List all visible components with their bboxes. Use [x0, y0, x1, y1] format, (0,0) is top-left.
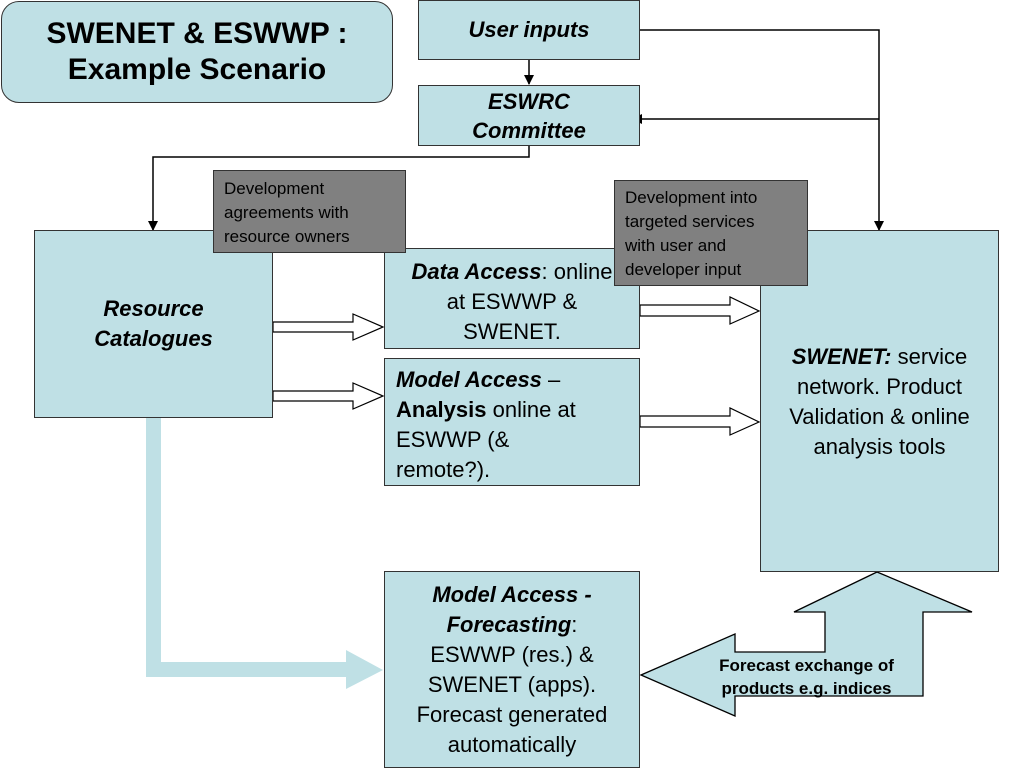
swenet-box: SWENET: service network. Product Validat… [760, 230, 999, 572]
eswrc-line2: Committee [472, 117, 586, 143]
swenet-line3: Validation & online [789, 404, 970, 429]
swenet-line1: SWENET: service [792, 342, 968, 372]
forecasting-rest2: : [571, 612, 578, 637]
forecast-exchange-arrow [639, 571, 973, 717]
resource-catalogues-box: Resource Catalogues [34, 230, 273, 418]
data-access-rest1: : online [541, 259, 613, 284]
data-access-box: Data Access: online at ESWWP & SWENET. [384, 248, 640, 349]
swenet-bold: SWENET: [791, 344, 892, 369]
dev-services-line1: Development into [625, 188, 758, 207]
analysis-line1: Model Access – [396, 365, 560, 395]
block-arrow-resources-to-analysis [272, 382, 385, 410]
swenet-rest1: service [891, 344, 968, 369]
data-access-line3: SWENET. [463, 319, 561, 344]
analysis-bold1: Model Access [396, 367, 542, 392]
dev-services-note: Development into targeted services with … [614, 180, 808, 286]
dev-agreements-note: Development agreements with resource own… [213, 170, 406, 253]
arrow-eswrc-to-resources [148, 146, 530, 231]
forecasting-line5: Forecast generated [416, 702, 608, 727]
analysis-line3: ESWWP (& [396, 427, 510, 452]
forecast-exchange-line1: Forecast exchange of [719, 656, 894, 675]
dev-services-line3: with user and [625, 236, 727, 255]
eswrc-committee-box: ESWRC Committee [418, 85, 640, 146]
forecasting-line1: Model Access - [432, 582, 592, 607]
analysis-rest2: online at [486, 397, 576, 422]
forecast-exchange-label: Forecast exchange of products e.g. indic… [690, 654, 923, 700]
swenet-line4: analysis tools [813, 434, 946, 459]
resource-catalogues-line2: Catalogues [94, 326, 213, 351]
analysis-line2: Analysis online at [396, 395, 576, 425]
data-access-line2: at ESWWP & [446, 289, 578, 314]
title-line1: SWENET & ESWWP : [46, 17, 348, 50]
dev-services-line4: developer input [625, 260, 742, 279]
analysis-bold2: Analysis [396, 397, 487, 422]
eswrc-line1: ESWRC [488, 88, 570, 114]
data-access-line1: Data Access: online [412, 257, 613, 287]
dev-services-line2: targeted services [625, 212, 755, 231]
model-access-forecasting-box: Model Access - Forecasting: ESWWP (res.)… [384, 571, 640, 768]
forecasting-line3: ESWWP (res.) & [430, 642, 594, 667]
user-inputs-box: User inputs [418, 0, 640, 60]
user-inputs-label: User inputs [468, 17, 590, 42]
swenet-line2: network. Product [796, 374, 963, 399]
block-arrow-analysis-to-swenet [639, 407, 761, 436]
analysis-line4: remote?). [396, 457, 491, 482]
forecast-exchange-line2: products e.g. indices [721, 679, 892, 698]
block-arrow-data-to-swenet [639, 296, 761, 325]
dev-agreements-line3: resource owners [224, 227, 350, 246]
thick-arrow-resources-to-forecasting [146, 418, 383, 689]
dev-agreements-line1: Development [224, 179, 325, 198]
resource-catalogues-line1: Resource [103, 296, 204, 321]
forecasting-line2: Forecasting: [447, 610, 578, 640]
forecasting-bold2: Forecasting [446, 612, 572, 637]
model-access-analysis-box: Model Access – Analysis online at ESWWP … [384, 358, 640, 486]
slide-title: SWENET & ESWWP : Example Scenario [1, 1, 393, 103]
arrow-userinputs-to-swenet [640, 29, 884, 231]
analysis-rest1: – [541, 367, 561, 392]
data-access-bold: Data Access [411, 259, 542, 284]
forecasting-line4: SWENET (apps). [427, 672, 597, 697]
dev-agreements-line2: agreements with [224, 203, 349, 222]
block-arrow-resources-to-data [272, 313, 385, 341]
title-line2: Example Scenario [67, 53, 327, 86]
forecasting-line6: automatically [447, 732, 577, 757]
